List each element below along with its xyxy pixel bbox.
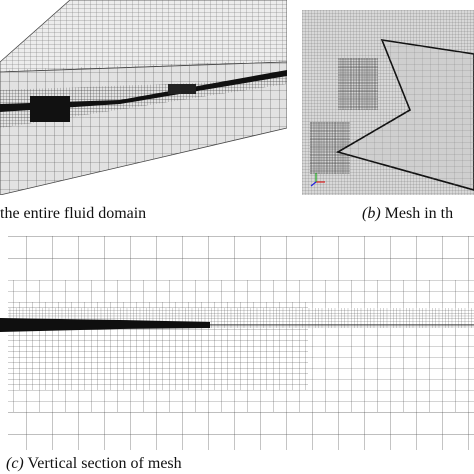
- fluid-domain-mesh-figure: [0, 0, 287, 195]
- panel-b-mesh-closeup: [302, 10, 474, 195]
- dense-mesh-core: [30, 96, 70, 122]
- vertical-section-figure: [0, 236, 474, 450]
- caption-c-text: Vertical section of mesh: [23, 455, 182, 472]
- panel-a-fluid-domain-mesh: [0, 0, 287, 195]
- plate-dense-mesh: [0, 318, 210, 332]
- caption-c: (c) Vertical section of mesh: [6, 456, 182, 472]
- axis-triad-icon: [310, 173, 325, 187]
- caption-c-label: (c): [6, 455, 24, 472]
- caption-a-text: the entire fluid domain: [0, 205, 147, 222]
- plate-dense-mesh: [0, 70, 287, 112]
- caption-b-text: Mesh in th: [380, 205, 454, 222]
- panel-c-vertical-section: [0, 236, 474, 450]
- dense-mesh-block-upper: [338, 58, 378, 110]
- caption-b-label: (b): [362, 205, 381, 222]
- caption-b: (b) Mesh in th: [362, 206, 453, 222]
- mesh-closeup-figure: [302, 10, 474, 195]
- caption-a: the entire fluid domain: [0, 206, 146, 222]
